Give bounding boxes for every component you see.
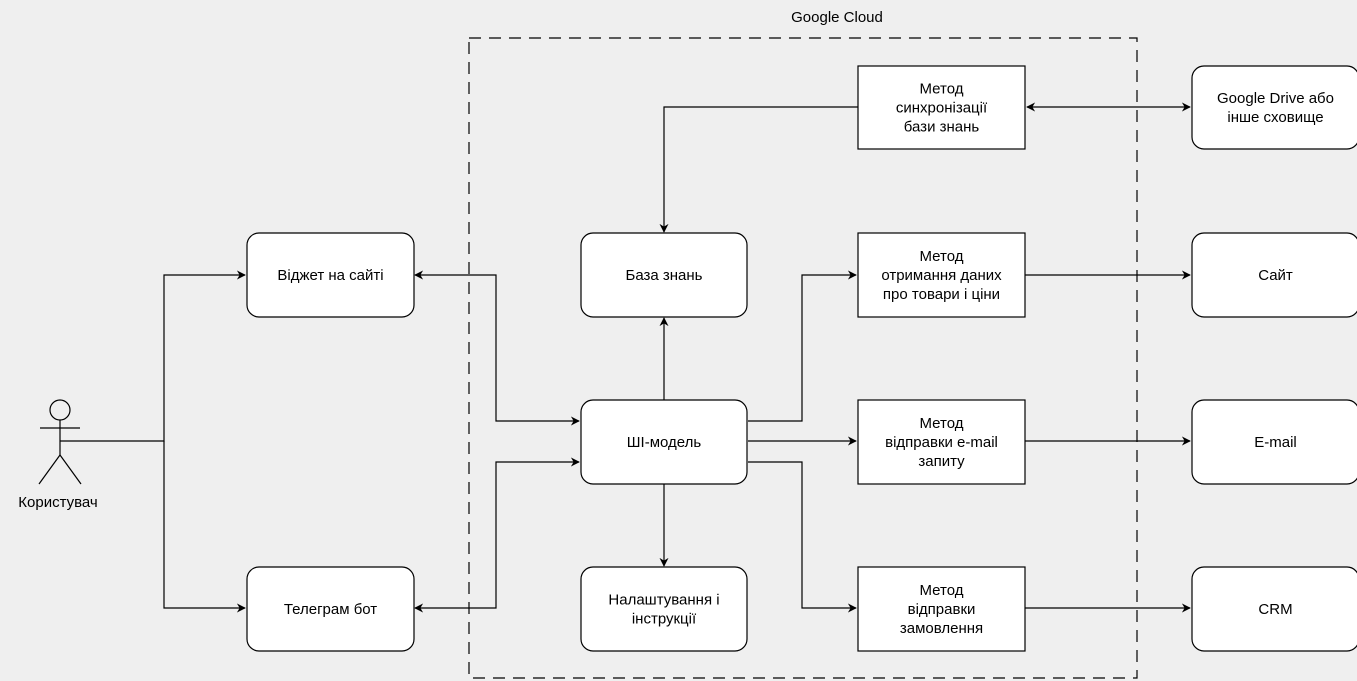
node-box <box>580 566 748 652</box>
node-label-line: про товари і ціни <box>883 286 1000 303</box>
node-label-line: отримання даних <box>881 267 1002 284</box>
node-site: Сайт <box>1191 232 1357 318</box>
node-box <box>1191 232 1357 318</box>
node-label-line: відправки <box>908 601 976 618</box>
user-actor-label: Користувач <box>18 494 97 511</box>
node-label-line: Метод <box>920 415 964 432</box>
node-label-line: Сайт <box>1258 267 1293 284</box>
node-label-line: відправки e-mail <box>885 434 998 451</box>
node-box <box>580 399 748 485</box>
node-label-line: ШІ-модель <box>627 434 702 451</box>
node-email: E-mail <box>1191 399 1357 485</box>
google-cloud-boundary <box>468 37 1138 679</box>
node-label-line: інше сховище <box>1227 109 1323 126</box>
node-order: Метод відправки замовлення <box>857 566 1026 652</box>
node-box <box>1191 566 1357 652</box>
node-box <box>857 399 1026 485</box>
node-settings: Налаштування і інструкції <box>580 566 748 652</box>
node-label-line: Телеграм бот <box>284 601 377 618</box>
node-kb: База знань <box>580 232 748 318</box>
node-box <box>246 232 415 318</box>
node-products: Метод отримання даних про товари і ціни <box>857 232 1026 318</box>
node-box <box>1191 399 1357 485</box>
node-box <box>580 232 748 318</box>
edge-widget-ai <box>414 270 580 426</box>
node-box <box>857 65 1026 150</box>
node-label-line: запиту <box>918 453 965 470</box>
node-label-line: Метод <box>920 582 964 599</box>
google-cloud-label: Google Cloud <box>791 9 883 26</box>
node-label-line: Віджет на сайті <box>277 267 383 284</box>
node-label-line: База знань <box>625 267 702 284</box>
node-label-line: E-mail <box>1254 434 1297 451</box>
node-label-line: CRM <box>1258 601 1292 618</box>
node-label-line: замовлення <box>900 620 983 637</box>
edge-sync-kb <box>659 106 858 233</box>
node-ai: ШІ-модель <box>580 399 748 485</box>
node-label-line: Метод <box>920 81 964 98</box>
edge-ai-products <box>748 270 857 422</box>
node-box <box>857 566 1026 652</box>
node-email-method: Метод відправки e-mail запиту <box>857 399 1026 485</box>
node-label-line: Google Drive або <box>1217 90 1334 107</box>
node-crm: CRM <box>1191 566 1357 652</box>
user-actor-icon <box>38 399 82 485</box>
edge-user-widget <box>60 270 246 442</box>
node-label-line: синхронізації <box>896 100 988 117</box>
edge-ai-order <box>748 461 857 613</box>
node-telegram: Телеграм бот <box>246 566 415 652</box>
node-box <box>857 232 1026 318</box>
node-drive: Google Drive або інше сховище <box>1191 65 1357 150</box>
node-label-line: Налаштування і <box>608 592 719 609</box>
edge-telegram-ai <box>414 457 580 613</box>
node-box <box>1191 65 1357 150</box>
node-box <box>246 566 415 652</box>
edge-user-telegram <box>163 441 246 613</box>
node-widget: Віджет на сайті <box>246 232 415 318</box>
connectors <box>60 102 1191 613</box>
node-label-line: Метод <box>920 248 964 265</box>
node-label-line: бази знань <box>904 119 980 136</box>
node-label-line: інструкції <box>632 611 697 628</box>
node-sync: Метод синхронізації бази знань <box>857 65 1026 150</box>
